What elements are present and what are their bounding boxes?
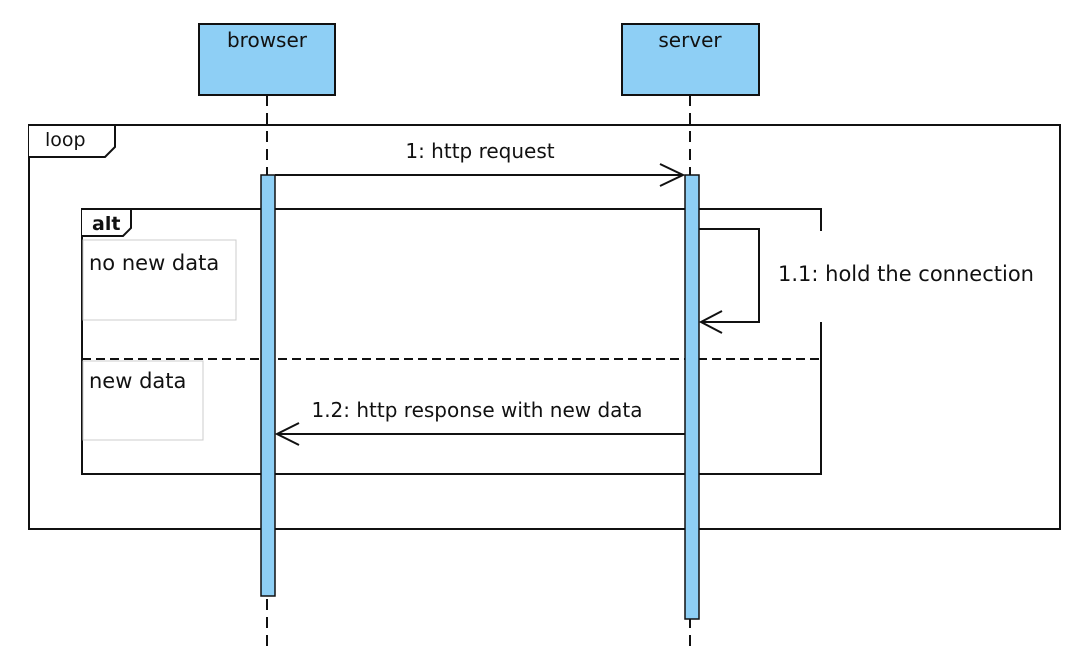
alt-fragment-border [81,208,822,475]
alt-fragment-label: alt [92,213,120,235]
server-lifeline-label: server [658,28,722,52]
browser-lifeline-label: browser [227,28,308,52]
message-http-request-arrowhead [659,163,686,187]
guard-label-no-new-data: no new data [89,251,219,275]
server-activation-bar [684,174,700,620]
message-http-request-label: 1: http request [405,139,554,163]
guard-box-no-new-data [82,239,237,321]
server-lifeline-head: server [621,23,760,96]
loop-fragment-label: loop [45,129,86,151]
browser-lifeline-head: browser [198,23,336,96]
guard-box-new-data [82,360,204,441]
message-hold-connection-arrowhead [698,310,723,334]
message-http-request: 1: http request [275,139,686,187]
message-http-response-label: 1.2: http response with new data [311,398,642,422]
alt-fragment: alt no new data new data [81,208,822,475]
browser-activation-bar [260,174,276,597]
message-hold-connection-label: 1.1: hold the connection [778,262,1034,286]
message-http-response: 1.2: http response with new data [274,398,685,446]
message-http-response-arrowhead [274,422,300,446]
alt-fragment-tab [82,208,132,237]
guard-label-new-data: new data [89,369,186,393]
message-hold-connection: 1.1: hold the connection [698,228,1034,334]
loop-fragment-tab [29,124,116,158]
message-hold-connection-line [699,228,760,323]
loop-fragment: loop [28,124,1061,530]
